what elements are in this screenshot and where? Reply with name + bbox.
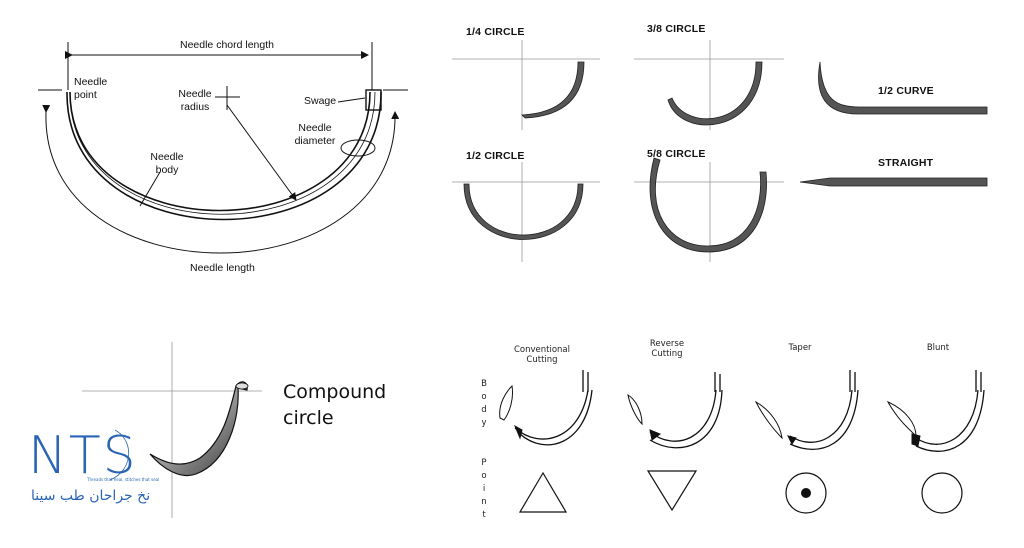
taper-body [754, 370, 859, 450]
swage-end [365, 89, 382, 111]
needle-points-diagram [499, 370, 985, 514]
half-curve-figure [818, 61, 988, 115]
point-letter-i: i [482, 484, 486, 494]
reverse-body [627, 372, 723, 449]
conventional-point-triangle [518, 471, 568, 513]
compound-line-2: circle [283, 407, 334, 429]
swage-label: Swage [304, 95, 337, 107]
body-letter-y: y [481, 418, 487, 428]
straight-figure [799, 177, 988, 187]
half-circle-figure [452, 162, 600, 262]
point-letter-o: o [481, 471, 487, 481]
needle-anatomy-diagram [38, 42, 408, 254]
compound-circle-figure [82, 342, 262, 518]
swage-leader [337, 97, 366, 103]
needle-diameter-label-1: Needle [298, 122, 332, 134]
three-eighths-circle-label: 3/8 CIRCLE [647, 23, 706, 35]
point-letter-t: t [482, 510, 486, 520]
needle-point-label-1: Needle [74, 76, 108, 88]
radius-arrow [226, 104, 297, 201]
body-letter-o: o [481, 392, 487, 402]
needle-radius-label-2: radius [180, 101, 210, 113]
three-eighths-circle-figure [634, 40, 784, 130]
quarter-circle-label: 1/4 CIRCLE [466, 26, 525, 38]
conventional-body [499, 370, 593, 446]
needle-body-label-2: body [155, 164, 179, 176]
taper-point-dot [801, 488, 811, 498]
needle-radius-label-1: Needle [178, 88, 212, 100]
reverse-point-triangle [646, 470, 698, 512]
needle-length-label: Needle length [190, 262, 255, 274]
blunt-label: Blunt [926, 343, 950, 353]
reverse-cutting-label: Reverse Cutting [649, 339, 685, 359]
compound-line-1: Compound [283, 381, 387, 403]
straight-label: STRAIGHT [878, 157, 934, 169]
nts-logo-text: NTS [28, 426, 138, 486]
quarter-circle-figure [452, 40, 600, 130]
logo-mark [109, 429, 130, 481]
half-curve-label: 1/2 CURVE [878, 85, 934, 97]
needle-body-label-1: Needle [150, 151, 184, 163]
diameter-ellipse [340, 139, 376, 157]
conventional-cutting-label: Conventional Cutting [513, 345, 571, 365]
taper-point-circle [785, 472, 827, 514]
chord-length-label: Needle chord length [180, 39, 274, 51]
needle-shapes-diagram [452, 40, 988, 262]
point-letter-p: P [481, 458, 487, 468]
body-leader [139, 171, 161, 207]
five-eighths-circle-label: 5/8 CIRCLE [647, 148, 706, 160]
body-letter-d: d [481, 405, 487, 415]
nts-logo-persian: نخ جراحان طب سینا [31, 488, 151, 504]
needle-point-label-2: point [74, 89, 97, 101]
blunt-body [886, 370, 985, 452]
blunt-point-circle [921, 472, 963, 514]
half-circle-label: 1/2 CIRCLE [466, 150, 525, 162]
needle-outer-arc [66, 91, 382, 221]
taper-label: Taper [788, 343, 812, 353]
nts-logo-tagline: Threads that heal, stitches that seal [87, 477, 160, 482]
compound-circle-label: Compound circle [283, 379, 386, 431]
five-eighths-circle-figure [634, 157, 784, 262]
body-letter-b: B [481, 379, 487, 389]
needle-mid-arc [69, 91, 376, 215]
needle-diameter-label-2: diameter [294, 135, 336, 147]
needle-length-arrow [42, 104, 400, 254]
needle-inner-arc [69, 91, 371, 212]
point-letter-n: n [481, 497, 487, 507]
